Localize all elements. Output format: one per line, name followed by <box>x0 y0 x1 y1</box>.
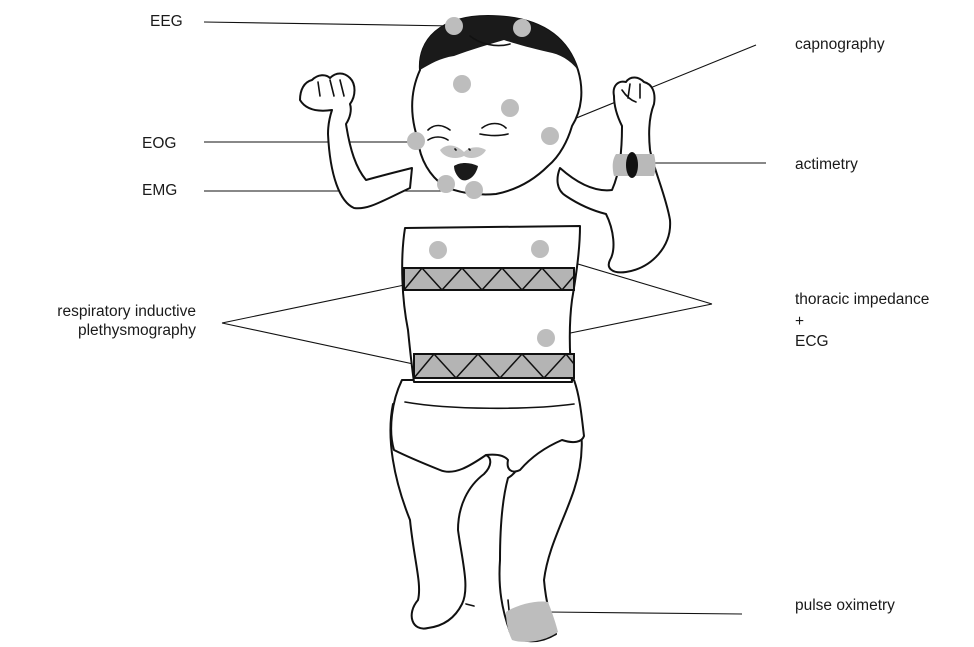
ecg-electrode-right <box>531 240 549 258</box>
emg-electrode-1 <box>437 175 455 193</box>
respiratory-label-line2: plethysmography <box>10 321 196 340</box>
left-arm <box>300 74 412 209</box>
emg-electrode-2 <box>465 181 483 199</box>
chest-band-rect <box>404 268 574 290</box>
eog-label: EOG <box>142 134 176 153</box>
eeg-electrode-1 <box>445 17 463 35</box>
respiratory-inductive-plethysmography-label: respiratory inductive plethysmography <box>10 302 196 340</box>
thoracic-impedance-label: thoracic impedance <box>795 290 929 309</box>
capnography-label: capnography <box>795 35 885 54</box>
respiratory-label-line1: respiratory inductive <box>10 302 196 321</box>
pulse-oximetry-label: pulse oximetry <box>795 596 895 615</box>
left-toe-line <box>466 604 474 606</box>
eeg-label: EEG <box>150 12 183 31</box>
pulse-oximetry-leader <box>548 612 742 614</box>
eeg-electrode-4 <box>501 99 519 117</box>
eeg-leader <box>204 22 454 26</box>
ecg-label: ECG <box>795 332 829 351</box>
emg-label: EMG <box>142 181 177 200</box>
ecg-electrode-abdomen <box>537 329 555 347</box>
eog-electrode-left <box>407 132 425 150</box>
eog-electrode-right <box>541 127 559 145</box>
eeg-electrode-2 <box>513 19 531 37</box>
resp-leader-lower <box>222 323 432 368</box>
eeg-electrode-3 <box>453 75 471 93</box>
thoracic-plus-label: + <box>795 312 804 331</box>
actimeter-device <box>626 152 638 178</box>
actimetry-label: actimetry <box>795 155 858 174</box>
ecg-electrode-left <box>429 241 447 259</box>
chest-band <box>404 268 574 290</box>
abdomen-band <box>414 354 574 378</box>
